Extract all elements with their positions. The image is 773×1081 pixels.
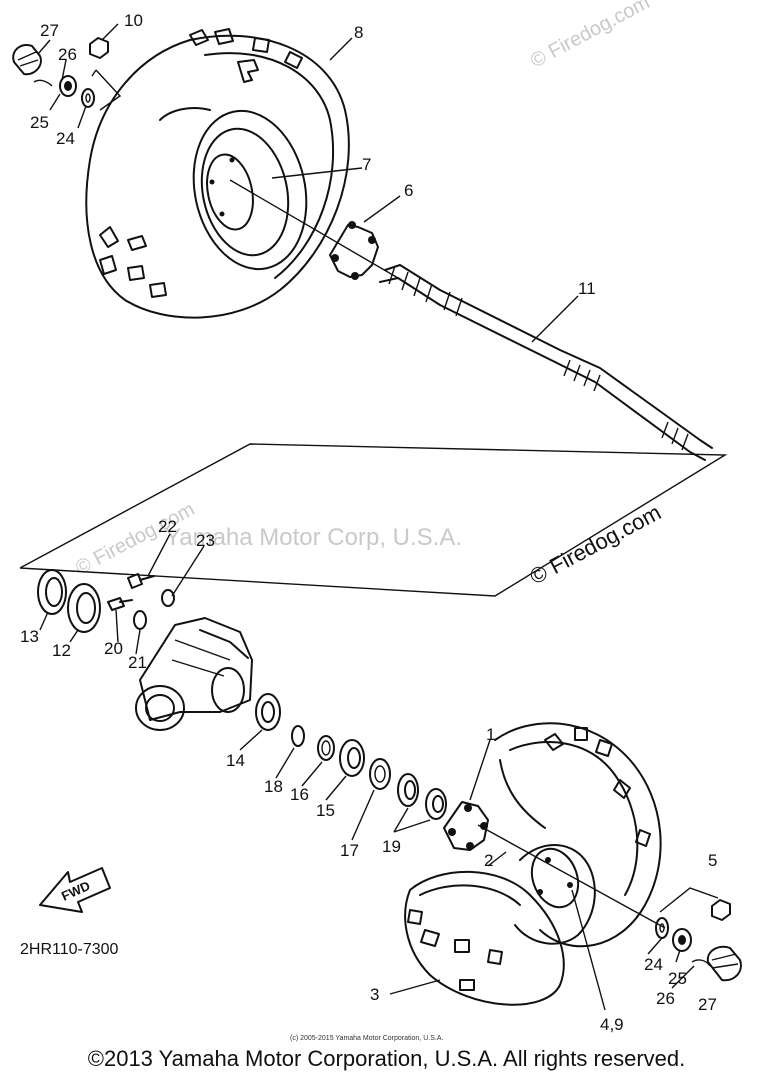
rear-tire-outer-half-3 — [404, 870, 565, 1006]
callout-19: 19 — [382, 837, 401, 856]
washer-23 — [161, 589, 175, 607]
callout-14: 14 — [226, 751, 245, 770]
oil-seal-13 — [37, 569, 67, 615]
rear-tire-inner-half — [494, 722, 662, 948]
callout-7: 7 — [362, 155, 371, 174]
callout-25-top: 25 — [30, 113, 49, 132]
washer-24-top — [81, 88, 95, 108]
small-copyright: (c) 2005-2015 Yamaha Motor Corporation, … — [290, 1035, 443, 1042]
watermark-mid-right: © Firedog.com — [526, 499, 665, 589]
bolt-20 — [107, 597, 133, 611]
washer-24-bottom — [655, 917, 669, 939]
callout-16: 16 — [290, 785, 309, 804]
callout-17: 17 — [340, 841, 359, 860]
callout-26-bottom: 26 — [656, 989, 675, 1008]
callout-20: 20 — [104, 639, 123, 658]
watermark-center: Yamaha Motor Corp, U.S.A. — [165, 524, 462, 551]
rear-axle-11 — [379, 264, 713, 461]
callout-8: 8 — [354, 23, 363, 42]
wheel-rim-half-2 — [514, 844, 596, 945]
centerline-top — [229, 179, 399, 279]
o-ring-18 — [291, 725, 305, 747]
callout-27-bottom: 27 — [698, 995, 717, 1014]
svg-text:FWD: FWD — [59, 878, 92, 904]
seals-19 — [397, 773, 447, 820]
castle-nut-25-bottom — [672, 928, 692, 952]
callout-10: 10 — [124, 11, 143, 30]
front-tire-top — [85, 28, 350, 319]
callout-13: 13 — [20, 627, 39, 646]
callout-23: 23 — [196, 531, 215, 550]
callout-1: 1 — [486, 725, 495, 744]
callout-12: 12 — [52, 641, 71, 660]
final-drive-housing — [135, 617, 253, 731]
leader-5 — [659, 887, 719, 913]
callout-15: 15 — [316, 801, 335, 820]
callout-24-bottom: 24 — [644, 955, 663, 974]
callout-11: 11 — [578, 279, 596, 298]
bearing-12 — [67, 583, 101, 633]
castle-nut-25-top — [59, 75, 77, 97]
part-code: 2HR110-7300 — [20, 941, 119, 958]
forward-arrow-icon: FWD — [39, 867, 111, 913]
leader-19 — [393, 807, 431, 833]
bolt-22 — [127, 573, 155, 589]
callout-5: 5 — [708, 851, 717, 870]
wheel-cap-27-bottom — [706, 945, 742, 982]
spacer-17 — [369, 758, 391, 790]
callout-27-top: 27 — [40, 21, 59, 40]
callout-26-top: 26 — [58, 45, 77, 64]
cotter-pin-26-top — [33, 79, 53, 87]
oil-seal-14 — [255, 693, 281, 731]
callout-21: 21 — [128, 653, 147, 672]
bearing-15 — [339, 739, 365, 777]
callout-24-top: 24 — [56, 129, 75, 148]
callout-4-9: 4,9 — [600, 1015, 624, 1034]
callout-3: 3 — [370, 985, 379, 1004]
centerline-bottom — [477, 824, 666, 929]
copyright-notice: ©2013 Yamaha Motor Corporation, U.S.A. A… — [87, 1046, 686, 1071]
callout-18: 18 — [264, 777, 283, 796]
callout-2: 2 — [484, 851, 493, 870]
wheel-rim-top — [192, 109, 308, 271]
washer-21 — [133, 610, 147, 630]
wheel-hub-1 — [443, 801, 489, 851]
stud-leader-49 — [571, 889, 606, 1011]
assembly-boundary — [19, 443, 728, 597]
nut-5 — [711, 899, 731, 921]
watermark-top-right: © Firedog.com — [527, 0, 653, 72]
leader-top-hardware — [91, 69, 122, 111]
collar-16 — [317, 735, 335, 761]
callout-6: 6 — [404, 181, 413, 200]
wheel-hub-6 — [329, 221, 379, 280]
callout-25-bottom: 25 — [668, 969, 687, 988]
leader-lines — [37, 23, 695, 995]
callout-22: 22 — [158, 517, 177, 536]
nut-10 — [89, 37, 109, 59]
wheel-cap-27-top — [12, 44, 42, 76]
